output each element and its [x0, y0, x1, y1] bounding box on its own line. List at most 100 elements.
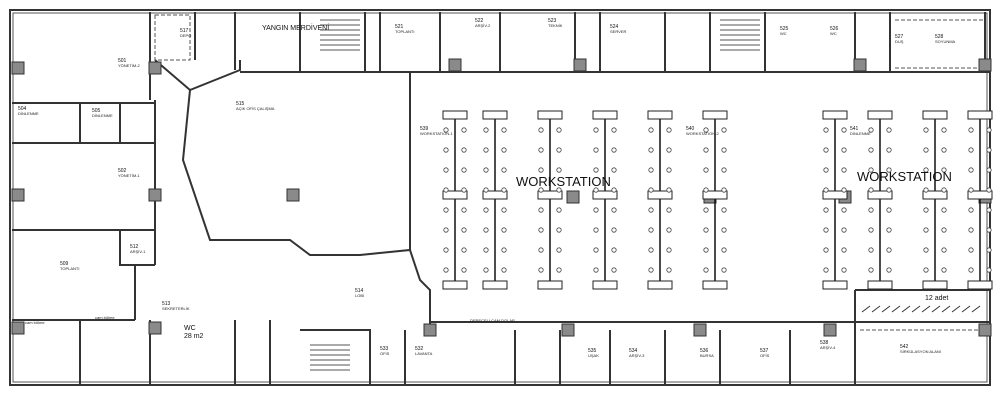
chair — [968, 207, 974, 213]
chair — [986, 127, 992, 133]
locker — [861, 305, 871, 313]
chair — [823, 147, 829, 153]
room-name: DİNLENME — [850, 131, 871, 136]
desk-block — [647, 190, 673, 200]
room-number: 532 — [415, 346, 424, 352]
room-name: UŞAK — [588, 353, 599, 358]
chair — [868, 147, 874, 153]
chair — [538, 167, 544, 173]
locker-row — [861, 305, 981, 313]
chair — [666, 147, 672, 153]
desk-cluster — [922, 110, 948, 290]
locker — [961, 305, 971, 313]
chair — [461, 127, 467, 133]
workstation-desks — [442, 110, 993, 290]
chair — [703, 267, 709, 273]
chair — [923, 147, 929, 153]
room-number: 539 — [420, 126, 429, 132]
chair — [501, 167, 507, 173]
chair — [941, 227, 947, 233]
locker — [871, 305, 881, 313]
room-name: ARŞİV-4 — [820, 345, 836, 350]
chair — [611, 207, 617, 213]
chair — [886, 167, 892, 173]
chair — [923, 227, 929, 233]
column — [566, 190, 580, 204]
chair — [868, 127, 874, 133]
chair — [721, 207, 727, 213]
column — [148, 321, 162, 335]
chair — [868, 267, 874, 273]
chair — [593, 227, 599, 233]
chair — [721, 187, 727, 193]
desk-block — [442, 190, 468, 200]
desk-cluster — [702, 110, 728, 290]
room-number: 525 — [780, 26, 789, 32]
room-number: 509 — [60, 261, 69, 267]
chair — [823, 187, 829, 193]
chair — [593, 127, 599, 133]
locker — [921, 305, 931, 313]
chair — [483, 147, 489, 153]
column — [11, 61, 25, 75]
chair — [593, 147, 599, 153]
room-number: 512 — [130, 244, 139, 250]
room-name: WC — [780, 31, 787, 36]
desk-block — [537, 110, 563, 120]
room-number: 535 — [588, 348, 597, 354]
chair — [483, 227, 489, 233]
chair — [886, 247, 892, 253]
room-number: 524 — [610, 24, 619, 30]
chair — [841, 227, 847, 233]
left-rooms — [12, 72, 990, 385]
room-name: DEPO — [180, 33, 191, 38]
room-name: WORKSTATION-2 — [686, 131, 720, 136]
chair — [721, 147, 727, 153]
chair — [501, 187, 507, 193]
chair — [941, 267, 947, 273]
chair — [941, 167, 947, 173]
chair — [538, 247, 544, 253]
column — [11, 321, 25, 335]
chair — [461, 207, 467, 213]
room-number: 513 — [162, 301, 171, 307]
room-name: SEKRETERLİK — [162, 306, 190, 311]
chair — [593, 207, 599, 213]
workstation-label-left: WORKSTATION — [516, 174, 611, 189]
room-name: ARŞİV-3 — [629, 353, 645, 358]
room-number: 502 — [118, 168, 127, 174]
chair — [868, 167, 874, 173]
column — [448, 58, 462, 72]
chair — [868, 207, 874, 213]
chair — [538, 187, 544, 193]
chair — [483, 267, 489, 273]
chair — [703, 247, 709, 253]
column — [978, 58, 992, 72]
chair — [501, 207, 507, 213]
chair — [538, 227, 544, 233]
column — [148, 188, 162, 202]
chair — [593, 267, 599, 273]
chair — [703, 147, 709, 153]
chair — [501, 267, 507, 273]
chair — [556, 147, 562, 153]
column — [11, 188, 25, 202]
room-name: WC — [830, 31, 837, 36]
chair — [923, 247, 929, 253]
room-name: BURSA — [700, 353, 714, 358]
desk-block — [967, 190, 993, 200]
chair — [841, 167, 847, 173]
chair — [941, 127, 947, 133]
chair — [666, 167, 672, 173]
chair — [648, 207, 654, 213]
chair — [461, 267, 467, 273]
chair — [968, 187, 974, 193]
room-number: 537 — [760, 348, 769, 354]
wc-area-label: 28 m2 — [184, 333, 204, 340]
chair — [461, 227, 467, 233]
chair — [841, 147, 847, 153]
chair — [556, 227, 562, 233]
chair — [483, 247, 489, 253]
desk-block — [537, 280, 563, 290]
